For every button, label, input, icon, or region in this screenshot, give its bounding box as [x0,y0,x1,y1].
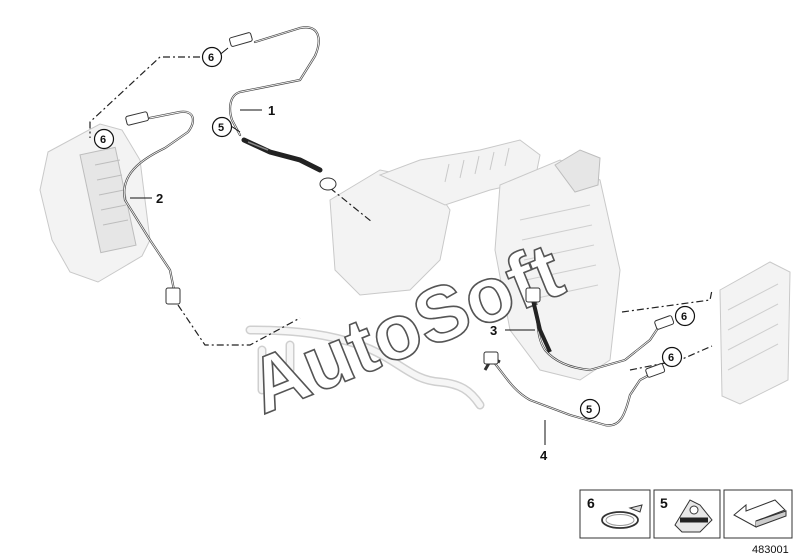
svg-text:5: 5 [586,404,592,416]
legend-box-arrow [723,489,793,539]
arrow-marker-icon [733,499,787,528]
heat-exchanger [329,139,621,381]
callout-1: 1 [268,103,275,118]
coolant-pipe-lower [245,325,485,410]
callout-circle-6-right-lower: 6 [661,346,683,368]
callout-2: 2 [156,191,163,206]
legend-box-clip: 5 [653,489,721,539]
callout-circle-6-left: 6 [93,128,115,150]
sensor-line-2 [123,110,195,305]
svg-text:6: 6 [668,352,674,364]
sensor-line-4 [483,351,666,427]
leader-lines [130,47,546,445]
callout-circle-5-top: 5 [211,116,233,138]
clip-holder-icon [674,499,713,533]
callout-circle-5-bottom: 5 [579,398,601,420]
callout-4: 4 [540,448,548,463]
sensor-line-1 [229,26,337,191]
callout-circle-6-right-upper: 6 [674,305,696,327]
legend-box-clamp: 6 [579,489,651,539]
diagram-id: 483001 [752,544,789,556]
svg-text:6: 6 [100,134,106,146]
hose-clamp-icon [601,504,643,529]
svg-text:6: 6 [681,311,687,323]
sensor-line-3 [525,287,675,372]
callout-circle-6-top: 6 [201,46,223,68]
callout-3: 3 [490,323,497,338]
ecu-right [719,261,791,405]
svg-text:5: 5 [660,495,668,511]
svg-text:6: 6 [587,495,595,511]
svg-text:6: 6 [208,52,214,64]
svg-text:5: 5 [218,122,224,134]
ecu-left [39,123,151,283]
